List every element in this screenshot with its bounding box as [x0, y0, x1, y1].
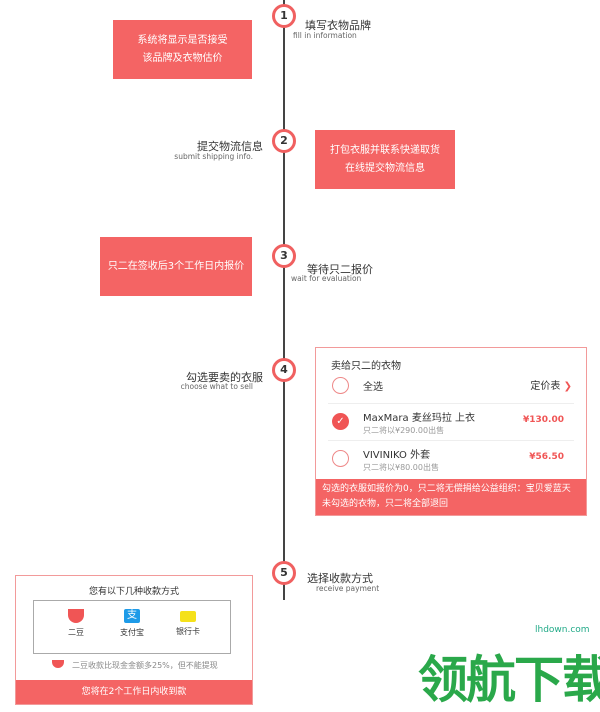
step-2-title: 提交物流信息	[197, 140, 263, 153]
method-label: 银行卡	[176, 627, 200, 636]
alipay-icon: 支	[124, 609, 140, 623]
payment-methods: 二豆 支支付宝 银行卡	[33, 600, 231, 654]
step-4-subtitle: choose what to sell	[180, 382, 253, 391]
timeline-line	[283, 0, 285, 600]
step-5-title: 选择收款方式	[307, 572, 373, 585]
payment-card-title: 您有以下几种收款方式	[88, 587, 179, 597]
bank-card-icon	[180, 611, 196, 622]
price-table-link[interactable]: 定价表 ❯	[530, 377, 572, 392]
item-name: VIVINIKO 外套	[363, 450, 431, 461]
note-line: 打包衣服并联系快递取货	[330, 144, 440, 156]
step-5-marker: 5	[272, 561, 296, 585]
step-3-subtitle: wait for evaluation	[291, 274, 362, 283]
method-bank-card[interactable]: 银行卡	[158, 609, 218, 637]
chevron-right-icon: ❯	[563, 381, 572, 392]
select-all-label: 全选	[363, 382, 383, 393]
note-line: 在线提交物流信息	[345, 162, 425, 174]
erdou-icon	[52, 660, 64, 668]
item-desc: 只二将以¥80.00出售	[363, 463, 439, 472]
step-2-note: 打包衣服并联系快递取货在线提交物流信息	[315, 130, 455, 189]
watermark-logo: 领航下载	[418, 651, 600, 709]
footer-line: 未勾选的衣物，只二将全部退回	[322, 499, 449, 509]
watermark-url: lhdown.com	[535, 625, 590, 635]
item-name: MaxMara 麦丝玛拉 上衣	[363, 413, 476, 424]
method-alipay[interactable]: 支支付宝	[102, 609, 162, 638]
erdou-note-text: 二豆收款比现金金额多25%，但不能提现	[72, 661, 218, 670]
sell-card-title: 卖给只二的衣物	[331, 361, 401, 372]
item-row[interactable]: ✓ MaxMara 麦丝玛拉 上衣 只二将以¥290.00出售 ¥130.00	[328, 404, 574, 441]
method-label: 二豆	[68, 628, 84, 637]
sell-card-footer: 勾选的衣服如报价为0，只二将无偿捐给公益组织：宝贝爱蓝天未勾选的衣物，只二将全部…	[316, 479, 586, 515]
step-3-marker: 3	[272, 244, 296, 268]
step-1-subtitle: fill in information	[293, 31, 357, 40]
step-1-note: 系统将显示是否接受该品牌及衣物估价	[113, 20, 252, 79]
step-4-marker: 4	[272, 358, 296, 382]
step-5-subtitle: receive payment	[316, 584, 380, 593]
note-line: 只二在签收后3个工作日内报价	[107, 260, 245, 272]
checkbox[interactable]	[332, 450, 349, 467]
erdou-note: 二豆收款比现金金额多25%，但不能提现	[52, 660, 218, 671]
step-1-title: 填写衣物品牌	[305, 19, 371, 32]
footer-line: 勾选的衣服如报价为0，只二将无偿捐给公益组织：宝贝爱蓝天	[322, 484, 571, 494]
payment-footer: 您将在2个工作日内收到款	[16, 680, 252, 704]
step-3-note: 只二在签收后3个工作日内报价	[100, 237, 252, 296]
erdou-icon	[68, 609, 84, 623]
step-2-marker: 2	[272, 129, 296, 153]
note-line: 系统将显示是否接受	[137, 34, 228, 46]
item-price: ¥56.50	[529, 452, 564, 462]
item-price: ¥130.00	[523, 415, 564, 425]
method-erdou[interactable]: 二豆	[46, 609, 106, 638]
select-all-row[interactable]: 全选 定价表 ❯	[328, 368, 574, 404]
step-3-title: 等待只二报价	[307, 263, 373, 276]
step-2-subtitle: submit shipping info.	[174, 152, 253, 161]
price-table-label: 定价表	[530, 381, 561, 392]
sell-card: 卖给只二的衣物 全选 定价表 ❯ ✓ MaxMara 麦丝玛拉 上衣 只二将以¥…	[315, 347, 587, 516]
item-row[interactable]: VIVINIKO 外套 只二将以¥80.00出售 ¥56.50	[328, 441, 574, 477]
select-all-checkbox[interactable]	[332, 377, 349, 394]
checked-checkbox[interactable]: ✓	[332, 413, 349, 430]
item-desc: 只二将以¥290.00出售	[363, 426, 445, 435]
step-1-marker: 1	[272, 4, 296, 28]
method-label: 支付宝	[120, 628, 144, 637]
step-4-title: 勾选要卖的衣服	[186, 371, 263, 384]
note-line: 该品牌及衣物估价	[142, 52, 223, 64]
payment-card: 您有以下几种收款方式 二豆 支支付宝 银行卡 二豆收款比现金金额多25%，但不能…	[15, 575, 253, 705]
